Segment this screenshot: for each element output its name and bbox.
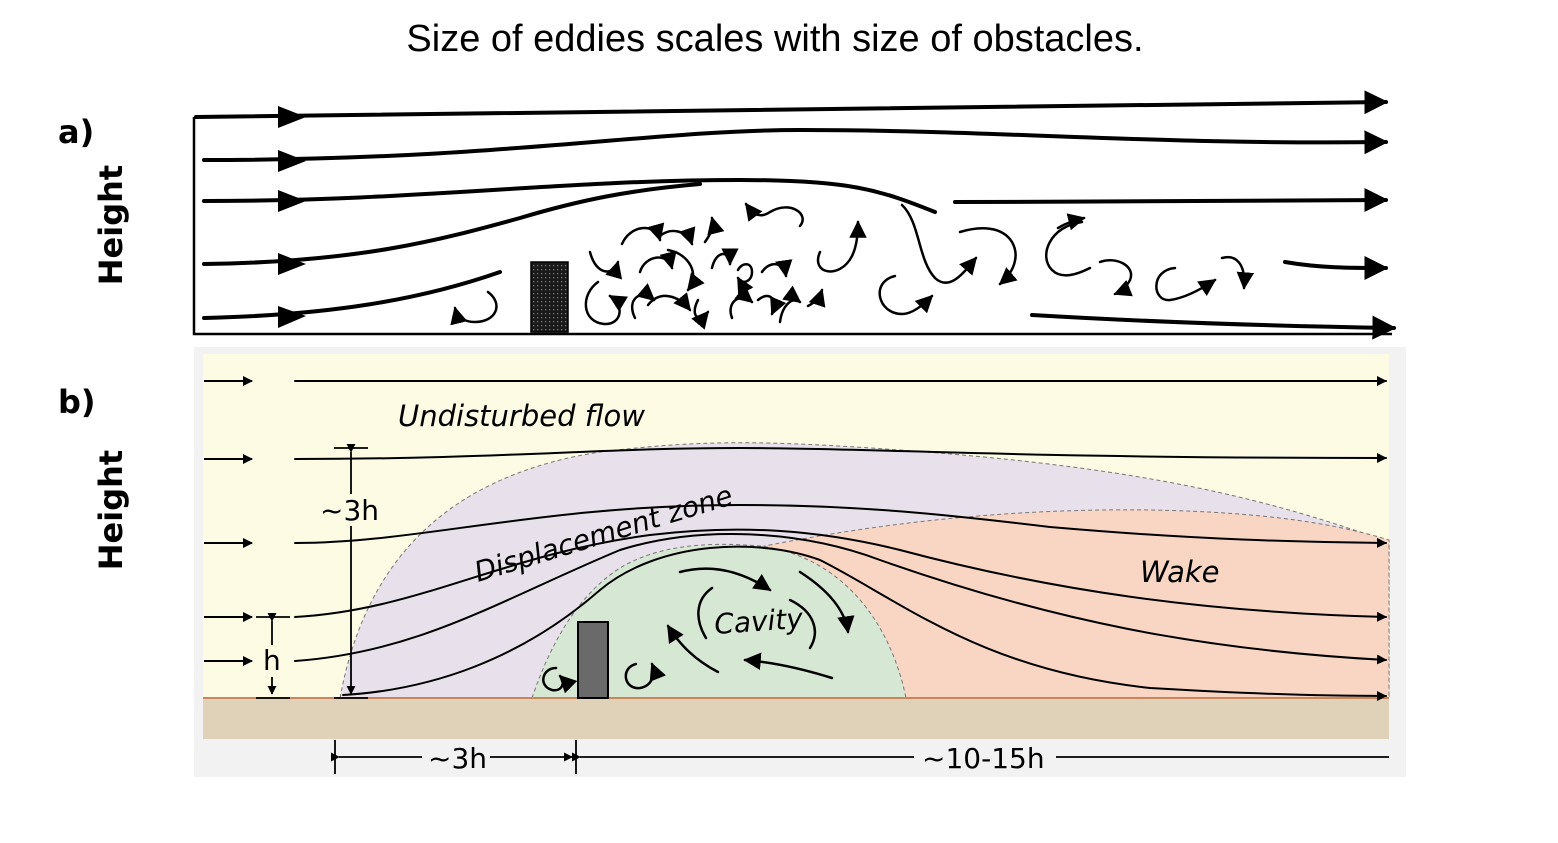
eddy-arrow <box>878 274 934 316</box>
small-eddy-arrow <box>542 666 578 694</box>
circulation-arrow <box>788 598 817 650</box>
panel-b-axis-label: Height <box>92 450 130 570</box>
undisturbed-flow-label: Undisturbed flow <box>398 399 645 433</box>
panel-b: b) Height <box>58 347 1406 777</box>
eddy-arrow <box>630 283 656 320</box>
eddy-arrow <box>760 259 793 278</box>
eddy-arrow <box>646 292 692 312</box>
streamline <box>202 270 502 320</box>
eddy-arrow <box>736 263 754 297</box>
eddy-arrow <box>900 203 978 284</box>
panel-a: a) Height <box>58 90 1397 340</box>
panel-a-label: a) <box>58 113 94 151</box>
streamline <box>194 90 1389 119</box>
panel-a-eddies <box>450 202 1255 330</box>
eddy-arrow <box>1045 220 1092 277</box>
eddy-arrow <box>666 248 705 292</box>
dimension-downstream-label: ~10-15h <box>922 742 1045 775</box>
cavity-zone <box>531 543 907 699</box>
streamline <box>202 182 702 266</box>
panel-a-inflow-arrows <box>278 106 306 328</box>
eddy-arrow <box>1220 255 1255 290</box>
circulation-arrow <box>743 652 834 680</box>
eddy-arrow <box>620 222 665 246</box>
panel-b-building <box>577 621 609 699</box>
eddy-arrow <box>744 202 804 228</box>
eddy-arrow <box>1098 259 1133 297</box>
circulation-arrow <box>666 624 720 674</box>
panel-a-frame <box>192 117 1392 336</box>
eddy-arrow <box>710 248 739 270</box>
eddy-arrow <box>958 227 1018 286</box>
dim-label-bg <box>318 494 378 526</box>
eddy-arrow <box>658 226 696 246</box>
streamline <box>1283 255 1389 280</box>
inflow-arrowhead <box>278 190 306 212</box>
eddy-arrow <box>806 288 826 308</box>
small-eddy-arrow <box>624 662 666 690</box>
dimension-h-label: h <box>263 644 281 677</box>
eddy-arrow <box>638 250 677 274</box>
eddy-arrow <box>778 285 802 324</box>
panel-b-streamlines <box>294 376 1387 701</box>
eddy-arrow <box>1056 213 1086 231</box>
eddy-arrow <box>756 294 787 316</box>
dimension-3h-vertical <box>334 443 368 699</box>
circulation-arrow <box>798 570 855 634</box>
streamline <box>342 545 1387 701</box>
eddy-arrow <box>1155 266 1217 302</box>
panel-a-obstacle <box>530 261 569 333</box>
dim-label-bg <box>260 645 284 677</box>
streamline <box>202 127 1389 162</box>
inflow-arrowhead <box>278 150 306 172</box>
ground <box>203 698 1389 739</box>
wake-label: Wake <box>1140 555 1220 589</box>
streamline <box>294 528 1387 622</box>
streamline <box>953 188 1389 213</box>
dimension-upstream-label: ~3h <box>428 742 487 775</box>
panel-a-streamlines <box>194 90 1397 340</box>
eddy-arrow <box>691 298 710 330</box>
streamline <box>294 533 1387 665</box>
inflow-arrowhead <box>278 106 306 128</box>
streamline <box>202 177 937 214</box>
streamline <box>1030 313 1397 340</box>
slide-title: Size of eddies scales with size of obsta… <box>406 18 1144 60</box>
circulation-arrow <box>678 567 772 592</box>
eddy-arrow <box>588 250 623 280</box>
eddy-arrow <box>584 280 629 326</box>
panel-b-inflow-arrows <box>204 376 253 666</box>
eddy-arrow <box>450 290 498 326</box>
panel-b-label: b) <box>58 383 96 421</box>
streamline <box>294 503 1387 548</box>
eddy-arrow <box>729 285 754 320</box>
inflow-arrowhead <box>278 253 306 275</box>
streamline <box>294 446 1387 463</box>
cavity-label: Cavity <box>713 602 804 641</box>
panel-a-axis-label: Height <box>92 165 130 285</box>
inflow-arrowhead <box>278 306 306 328</box>
circulation-arrow <box>697 586 714 640</box>
eddy-arrow <box>816 220 867 273</box>
cavity-circulation <box>542 567 855 694</box>
eddy-arrow <box>703 216 725 244</box>
dimension-horizontal <box>330 740 1389 774</box>
dimension-3h-label: ~3h <box>320 494 379 527</box>
